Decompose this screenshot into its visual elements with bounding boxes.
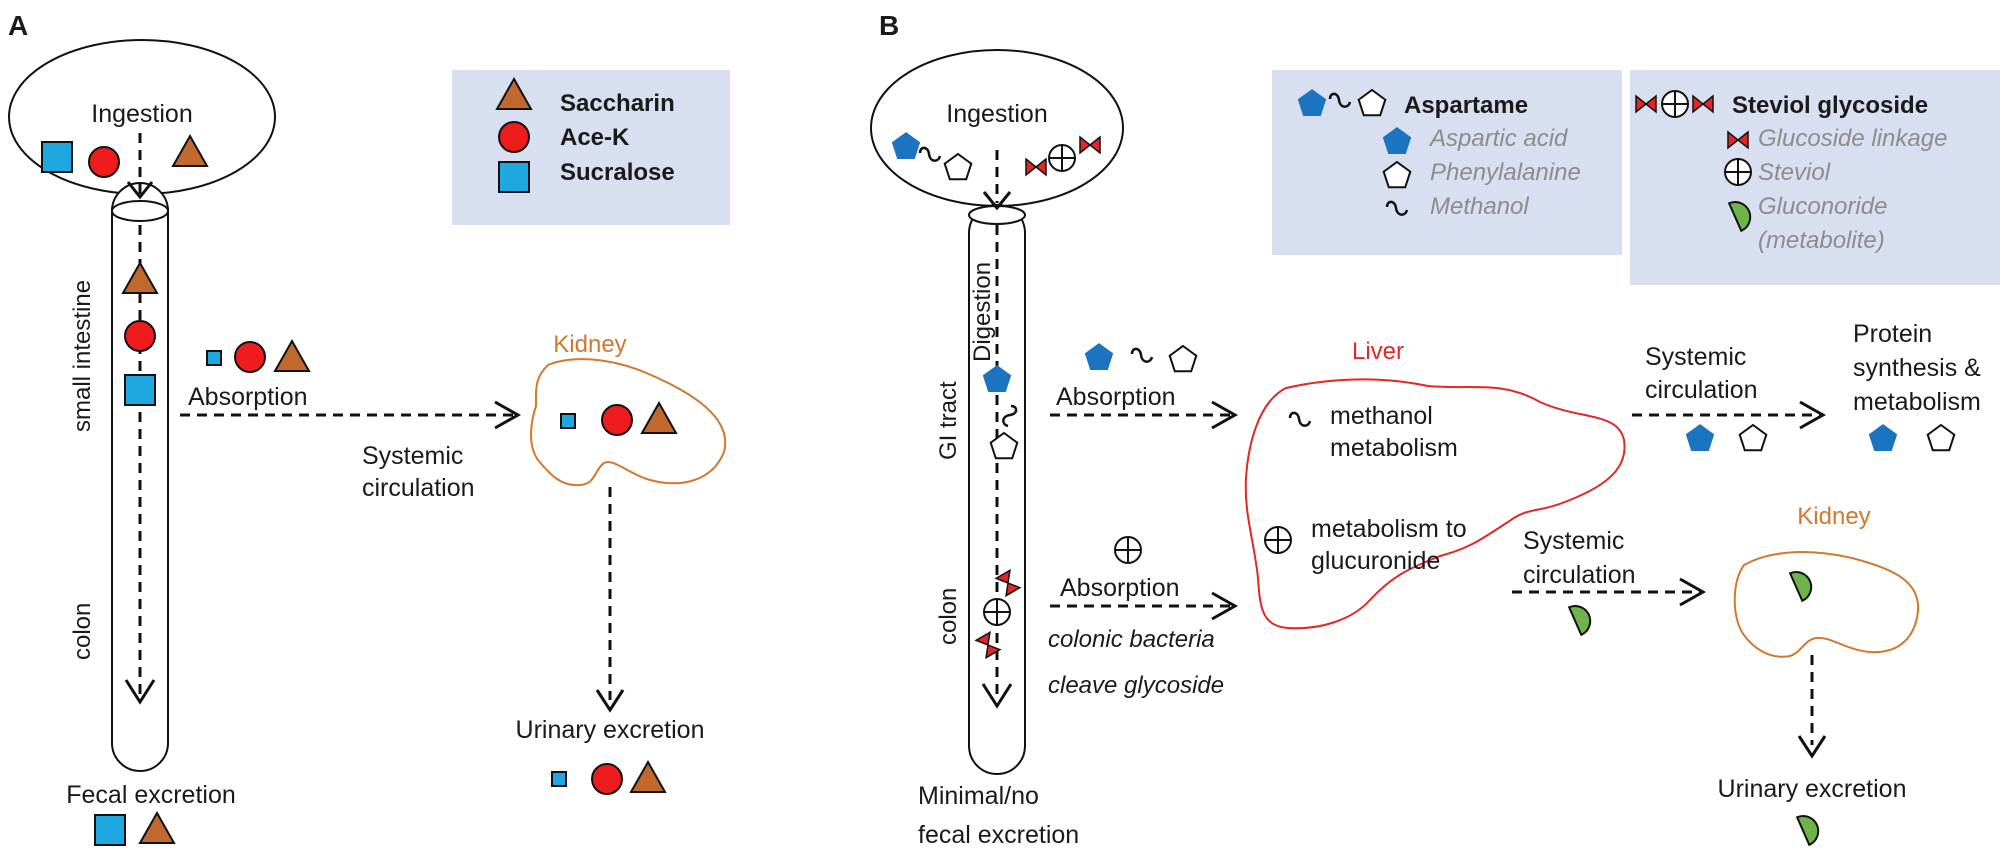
- aspartic-acid-icon: [1685, 424, 1715, 452]
- legend-acek: Ace-K: [560, 124, 630, 151]
- arrowhead: [1797, 735, 1827, 759]
- steviol-icon: [1264, 526, 1292, 554]
- arrowhead: [1211, 400, 1239, 430]
- small-intestine-label: small intestine: [69, 280, 96, 432]
- sucralose-icon: [94, 814, 126, 846]
- saccharin-icon: [630, 761, 666, 793]
- sucralose-icon: [551, 771, 567, 787]
- kidney-label-b: Kidney: [1797, 503, 1870, 530]
- steviol-icon: [1114, 536, 1142, 564]
- phenylalanine-icon: [1926, 424, 1956, 452]
- colon-label-b: colon: [935, 588, 962, 645]
- liver-outline: [1244, 378, 1626, 630]
- saccharin-icon: [139, 812, 175, 844]
- legend-gluconoride-line2: (metabolite): [1758, 227, 1885, 254]
- gluconoride-icon: [1568, 600, 1596, 637]
- acek-icon: [234, 341, 266, 373]
- kidney-label: Kidney: [553, 331, 626, 358]
- digestion-label: Digestion: [969, 262, 996, 362]
- sucralose-icon: [206, 350, 222, 366]
- fecal-excretion-line1: Minimal/no: [918, 782, 1039, 810]
- panel-a-label: A: [8, 10, 28, 41]
- arrowhead: [595, 689, 625, 713]
- absorption-label-b1: Absorption: [1056, 383, 1176, 411]
- legend-saccharin: Saccharin: [560, 90, 675, 117]
- steviol-icon: [983, 598, 1011, 626]
- sucralose-icon: [560, 413, 576, 429]
- sucralose-icon: [124, 374, 156, 406]
- arrowhead: [1799, 400, 1827, 430]
- colonic-note-line1: colonic bacteria: [1048, 626, 1215, 653]
- arrowhead: [1679, 577, 1707, 607]
- protein-synthesis-line3: metabolism: [1853, 388, 1981, 416]
- legend-aspartic-acid: Aspartic acid: [1428, 125, 1568, 152]
- aspartic-acid-icon: [1084, 343, 1114, 371]
- legend-glucoside-linkage: Glucoside linkage: [1758, 125, 1947, 152]
- fecal-excretion-label: Fecal excretion: [66, 781, 236, 809]
- tube-top-opening: [111, 200, 169, 222]
- aspartic-acid-icon: [1868, 424, 1898, 452]
- kidney-outline-b: [1733, 551, 1920, 658]
- arrowhead: [981, 683, 1013, 709]
- methanol-metabolism-line2: metabolism: [1330, 434, 1458, 462]
- steviol-icon: [1048, 144, 1076, 172]
- legend-gluconoride-line1: Gluconoride: [1758, 193, 1887, 220]
- acek-icon: [124, 320, 156, 352]
- legend-steviol-title: Steviol glycoside: [1732, 92, 1928, 119]
- protein-synthesis-line1: Protein: [1853, 320, 1932, 348]
- legend-steviol-box: [1630, 70, 2000, 285]
- systemic-circulation-top-line1: Systemic: [1645, 343, 1746, 371]
- legend-a-box: [452, 70, 730, 225]
- legend-steviol: Steviol: [1758, 159, 1831, 186]
- systemic-circulation-bottom-line1: Systemic: [1523, 527, 1624, 555]
- fecal-excretion-line2: fecal excretion: [918, 821, 1079, 849]
- sucralose-icon: [41, 141, 73, 173]
- legend-aspartame-title: Aspartame: [1404, 92, 1528, 119]
- systemic-circulation-bottom-line2: circulation: [1523, 561, 1636, 589]
- methanol-metabolism-line1: methanol: [1330, 402, 1433, 430]
- colonic-note-line2: cleave glycoside: [1048, 672, 1224, 699]
- absorption-label-b2: Absorption: [1060, 574, 1180, 602]
- arrowhead: [1211, 591, 1239, 621]
- protein-synthesis-line2: synthesis &: [1853, 354, 1981, 382]
- colon-label: colon: [69, 603, 96, 660]
- gi-tract-label: GI tract: [935, 381, 962, 460]
- metabolism-glucuronide-line1: metabolism to: [1311, 515, 1467, 543]
- sucralose-icon: [498, 161, 530, 193]
- ingestion-label: Ingestion: [91, 100, 192, 128]
- saccharin-icon: [274, 340, 310, 372]
- legend-methanol: Methanol: [1430, 193, 1529, 220]
- arrowhead: [494, 400, 522, 430]
- methanol-icon: [1130, 347, 1154, 363]
- ingestion-label-b: Ingestion: [946, 100, 1047, 128]
- legend-phenylalanine: Phenylalanine: [1430, 159, 1581, 186]
- phenylalanine-icon: [1738, 424, 1768, 452]
- acek-icon: [498, 121, 530, 153]
- arrowhead: [982, 191, 1012, 211]
- steviol-icon: [1724, 158, 1752, 186]
- legend-aspartame-box: [1272, 70, 1622, 255]
- liver-label: Liver: [1352, 338, 1404, 365]
- acek-icon: [591, 763, 623, 795]
- gluconoride-icon: [1796, 810, 1824, 847]
- stomach-oval-b: [870, 49, 1124, 207]
- steviol-icon: [1661, 90, 1689, 118]
- urinary-excretion-label: Urinary excretion: [516, 716, 705, 744]
- metabolism-glucuronide-line2: glucuronide: [1311, 547, 1440, 575]
- panel-b-label: B: [879, 10, 899, 41]
- systemic-circulation-top-line2: circulation: [1645, 376, 1758, 404]
- acek-icon: [601, 404, 633, 436]
- systemic-circulation-line2: circulation: [362, 474, 475, 502]
- urinary-excretion-label-b: Urinary excretion: [1718, 775, 1907, 803]
- absorption-label: Absorption: [188, 383, 308, 411]
- arrowhead: [126, 181, 154, 200]
- phenylalanine-icon: [1168, 345, 1198, 373]
- systemic-circulation-line1: Systemic: [362, 442, 463, 470]
- legend-sucralose: Sucralose: [560, 159, 675, 186]
- acek-icon: [88, 146, 120, 178]
- arrowhead: [124, 679, 156, 705]
